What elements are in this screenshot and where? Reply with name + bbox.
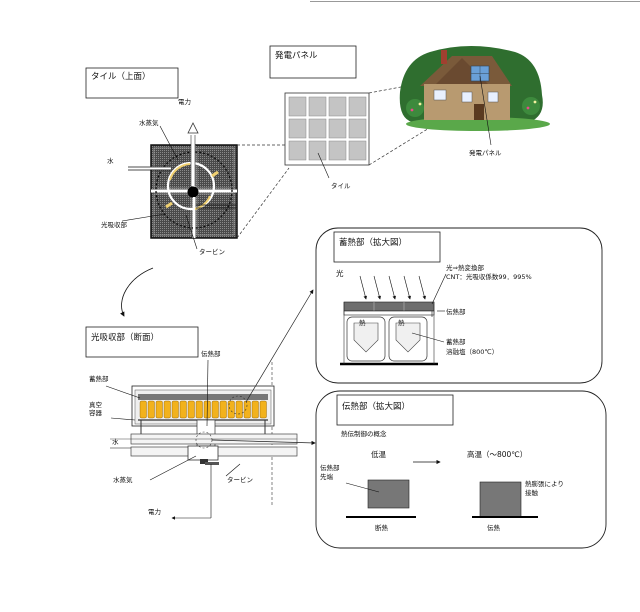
molten-salt-cell — [147, 400, 155, 419]
tile-power-label: 電力 — [178, 97, 191, 106]
panel-cell — [288, 140, 307, 161]
molten-salt-cell — [227, 400, 235, 419]
panel-cell — [308, 140, 327, 161]
panel-cell — [348, 118, 367, 139]
panel-cell — [288, 96, 307, 117]
tile-turbine-label: タービン — [199, 247, 225, 256]
panel-title-box — [269, 45, 357, 79]
turbine-dot — [187, 186, 199, 198]
zoom-connector-bottom — [236, 167, 290, 239]
molten-salt-cell — [219, 400, 227, 419]
panel-cell — [288, 118, 307, 139]
transfer-insulate-label: 断熱 — [375, 523, 389, 532]
panel-cell — [348, 96, 367, 117]
tile-top-title-box — [85, 67, 179, 99]
panel-cell — [308, 96, 327, 117]
house-illustration: 発電パネル — [399, 46, 550, 157]
panel-tile-label: タイル — [331, 181, 351, 190]
house-panel-label: 発電パネル — [469, 148, 502, 157]
storage-transfer-label: 伝熱部 — [446, 307, 466, 316]
section-storage-label: 蓄熱部 — [89, 374, 109, 383]
section-vacuum-label-2: 容器 — [89, 408, 103, 417]
panel-cell — [308, 118, 327, 139]
molten-salt-cell — [211, 400, 219, 419]
absorber-strip — [138, 394, 268, 400]
storage-storage-label-2: 溶融塩（800℃） — [446, 347, 498, 356]
storage-zoom: 蓄熱部（拡大図） 光 光⇒熱変換部 CNT：光吸収係数99．995% 伝熱部 熱… — [315, 227, 603, 384]
absorber-section: 光吸収部（断面） 伝熱部 蓄熱部 真空 容器 水 — [85, 289, 316, 520]
storage-heat-label-2: 熱 — [398, 318, 405, 327]
transfer-expand-label-2: 接触 — [525, 488, 539, 497]
tile-water-label: 水 — [107, 156, 114, 165]
molten-salt-cell — [155, 400, 163, 419]
molten-salt-cell — [251, 400, 259, 419]
panel-cell — [328, 118, 347, 139]
molten-salt-cell — [235, 400, 243, 419]
storage-zoom-frame — [315, 227, 603, 384]
section-title: 光吸収部（断面） — [91, 332, 159, 343]
transfer-zoom-frame — [315, 390, 607, 549]
curved-arrow-to-section — [120, 267, 154, 317]
section-transfer-label: 伝熱部 — [201, 349, 221, 358]
section-turbine-label: タービン — [227, 475, 253, 484]
storage-storage-label-1: 蓄熱部 — [446, 337, 466, 346]
cnt-converter — [343, 301, 435, 312]
tile-steam-label: 水蒸気 — [139, 118, 159, 127]
storage-light-label: 光 — [336, 268, 344, 278]
molten-salt-cells — [139, 400, 267, 419]
section-title-box — [85, 326, 199, 358]
section-vacuum-label-1: 真空 — [89, 400, 103, 409]
section-power-label: 電力 — [148, 507, 161, 516]
transfer-block-hot — [479, 481, 522, 518]
transfer-tip-label-1: 伝熱部 — [320, 463, 340, 472]
molten-salt-cell — [187, 400, 195, 419]
transfer-tip-label-2: 先端 — [320, 472, 334, 481]
transfer-title: 伝熱部（拡大図） — [342, 401, 410, 412]
panel-cell — [348, 140, 367, 161]
absorber-outline — [155, 151, 233, 229]
transfer-concept-label: 熱伝制御の概念 — [341, 429, 387, 438]
panel-cells — [288, 96, 367, 161]
transfer-conduct-label: 伝熱 — [487, 523, 501, 532]
molten-salt-cell — [163, 400, 171, 419]
section-steam-label: 水蒸気 — [113, 475, 133, 484]
panel-title: 発電パネル — [275, 51, 318, 61]
panel-cell — [328, 96, 347, 117]
transfer-title-box — [336, 394, 454, 426]
tile-absorber-label: 光吸収部 — [101, 220, 128, 229]
transfer-expand-label-1: 熱膨張により — [525, 479, 564, 488]
tile-top-title: タイル（上面） — [91, 71, 151, 82]
house-connector-bottom — [368, 105, 466, 166]
tile-top-view: タイル（上面） 電力 — [85, 67, 238, 256]
molten-salt-cell — [139, 400, 147, 419]
molten-salt-cell — [259, 400, 267, 419]
panel-cell — [328, 140, 347, 161]
transfer-block-cold — [367, 479, 410, 509]
storage-converter-label-2: CNT：光吸収係数99．995% — [446, 272, 532, 281]
transfer-high-label: 高温（～800℃） — [467, 449, 527, 459]
storage-title: 蓄熱部（拡大図） — [339, 237, 407, 248]
storage-title-box — [333, 231, 441, 263]
section-water-label: 水 — [112, 437, 119, 446]
molten-salt-cell — [243, 400, 251, 419]
panel-view: 発電パネル タイル — [269, 45, 370, 190]
molten-salt-cell — [179, 400, 187, 419]
transfer-low-label: 低温 — [371, 449, 386, 459]
molten-salt-cell — [171, 400, 179, 419]
transfer-zoom: 伝熱部（拡大図） 熱伝制御の概念 低温 高温（～800℃） 伝熱部 先端 断熱 … — [315, 390, 607, 549]
molten-salt-cell — [195, 400, 203, 419]
storage-converter-label-1: 光⇒熱変換部 — [446, 263, 484, 272]
storage-heat-label-1: 熱 — [359, 318, 366, 327]
